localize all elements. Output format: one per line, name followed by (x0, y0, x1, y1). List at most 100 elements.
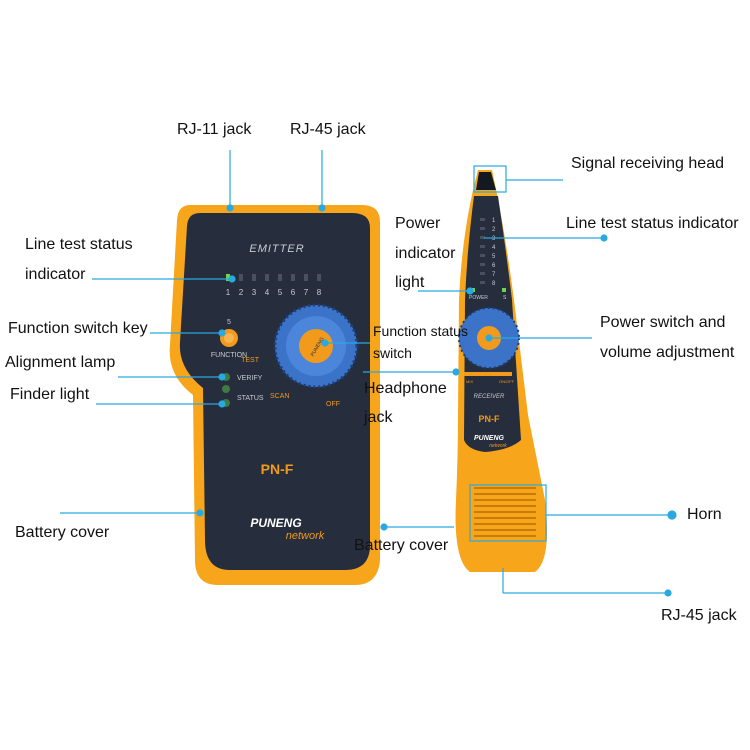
leader-dot (218, 373, 226, 381)
receiver-led (480, 245, 485, 248)
emitter-led-number: 6 (291, 288, 296, 297)
receiver-led-number: 8 (492, 281, 496, 287)
receiver-led (480, 263, 485, 266)
label-power-indicator-3: light (395, 274, 425, 291)
leader-dot (664, 589, 672, 597)
label-line-test-status-left-2: indicator (25, 266, 86, 283)
emitter-led-2 (239, 274, 243, 281)
label-function-switch-key: Function switch key (8, 320, 148, 337)
leader-dot (196, 509, 204, 517)
test-label: TEST (241, 357, 260, 364)
label-power-switch-1: Power switch and (600, 314, 726, 331)
leader-dot (466, 287, 474, 295)
status-lamp (222, 385, 230, 393)
label-rj45-jack-bottom: RJ-45 jack (661, 607, 737, 624)
emitter-led-number: 1 (226, 288, 231, 297)
emitter-led-6 (291, 274, 295, 281)
emitter-brand-sub: network (286, 530, 325, 542)
knob-center (299, 329, 333, 363)
leader-signal-box (473, 165, 507, 193)
receiver-led-number: 1 (492, 218, 496, 224)
emitter-led-8 (317, 274, 321, 281)
receiver-led (480, 281, 485, 284)
function-key-center (224, 333, 234, 343)
receiver-led (480, 236, 485, 239)
emitter-device: EMITTER 1 2 3 4 5 6 7 8 5 (169, 205, 380, 585)
label-power-indicator-1: Power (395, 215, 441, 232)
receiver-led-number: 4 (492, 245, 496, 251)
emitter-led-4 (265, 274, 269, 281)
label-battery-cover-mid: Battery cover (354, 537, 449, 554)
leader-dot (218, 400, 226, 408)
emitter-led-7 (304, 274, 308, 281)
label-finder-light: Finder light (10, 386, 90, 403)
label-headphone-2: jack (364, 409, 393, 426)
leader-dot (228, 275, 236, 283)
receiver-power-label: POWER (469, 295, 488, 301)
receiver-led (480, 218, 485, 221)
emitter-mode-number: 5 (227, 319, 231, 326)
function-label: FUNCTION (211, 352, 247, 359)
volume-scale (464, 372, 512, 376)
label-alignment-lamp: Alignment lamp (5, 354, 116, 371)
off-label: OFF (326, 401, 340, 408)
volume-high-label: ON/OFF (499, 379, 515, 384)
receiver-led-number: 2 (492, 227, 496, 233)
emitter-led-5 (278, 274, 282, 281)
label-rj45-jack-top: RJ-45 jack (290, 121, 366, 138)
scan-label: SCAN (270, 393, 289, 400)
signal-receiving-head (476, 172, 496, 190)
leader-dot (380, 523, 388, 531)
emitter-led-row (226, 274, 321, 281)
receiver-brand: PUNENG (474, 435, 505, 442)
receiver-s-label: S (503, 295, 507, 301)
leader-dot (218, 329, 226, 337)
receiver-led-number: 5 (492, 254, 496, 260)
label-horn: Horn (687, 506, 722, 523)
emitter-led-number: 4 (265, 288, 270, 297)
leader-dot (600, 234, 608, 242)
leader-dot (318, 204, 326, 212)
receiver-header: RECEIVER (474, 394, 505, 400)
label-headphone-1: Headphone (364, 380, 447, 397)
leader-dot (321, 339, 329, 347)
receiver-led (480, 254, 485, 257)
leader-dot (452, 368, 460, 376)
label-rj11-jack: RJ-11 jack (177, 121, 252, 138)
emitter-led-number: 5 (278, 288, 283, 297)
status-label: STATUS (237, 395, 264, 402)
label-line-test-status-left-1: Line test status (25, 236, 133, 253)
horn-grille (474, 487, 536, 537)
emitter-led-3 (252, 274, 256, 281)
emitter-led-number: 2 (239, 288, 244, 297)
emitter-brand: PUNENG (250, 516, 301, 530)
receiver-led-column (480, 218, 485, 284)
function-status-switch[interactable]: PUNENG (273, 303, 359, 389)
leader-dot (226, 204, 234, 212)
label-function-status-2: switch (373, 345, 412, 361)
emitter-led-1 (226, 274, 230, 281)
label-function-status-1: Function status (373, 323, 468, 339)
emitter-model: PN-F (261, 461, 294, 477)
leader-dot (485, 334, 493, 342)
emitter-led-number: 3 (252, 288, 257, 297)
leader-dot (667, 510, 677, 520)
emitter-led-number: 7 (304, 288, 309, 297)
label-signal-receiving-head: Signal receiving head (571, 155, 724, 172)
verify-label: VERIFY (237, 375, 263, 382)
label-power-switch-2: volume adjustment (600, 344, 735, 361)
leader-lines (60, 150, 677, 597)
receiver-led (480, 227, 485, 230)
receiver-model: PN-F (479, 414, 500, 424)
emitter-header: EMITTER (249, 243, 304, 255)
receiver-led-number: 3 (492, 236, 496, 242)
receiver-device: 1 2 3 4 5 6 7 8 POWER S MIX ON/OFF RECEI… (455, 170, 548, 572)
receiver-brand-sub: network (489, 443, 507, 449)
receiver-led-number: 7 (492, 272, 496, 278)
receiver-led (480, 272, 485, 275)
receiver-led-number: 6 (492, 263, 496, 269)
label-battery-cover-left: Battery cover (15, 524, 110, 541)
emitter-face (179, 213, 370, 570)
